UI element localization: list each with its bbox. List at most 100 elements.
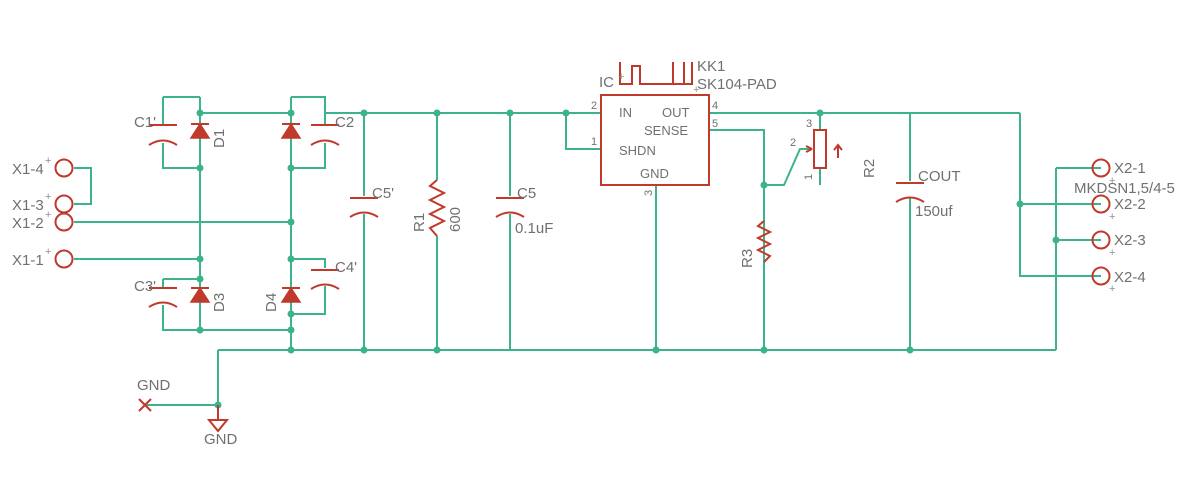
junction-dot [816,109,824,117]
junction-dot [287,310,295,318]
junction-dot [433,346,441,354]
resistor-r3: R3 [739,220,773,268]
junction-dot [652,346,660,354]
r2-label: R2 [861,159,878,178]
r2-pin-2: 2 [790,137,796,149]
kk1-value: SK104-PAD [697,76,777,93]
junction-dot [562,109,570,117]
resistor-r1: R1 600 [411,179,464,237]
cout-label: COUT [918,168,961,185]
junctions [196,109,1060,409]
capacitor-c5p: C5' [349,185,394,218]
junction-dot [287,164,295,172]
svg-text:+: + [693,84,699,96]
pin-in-label: IN [619,105,632,120]
pin-number: 4 [712,100,718,112]
d4-label: D4 [263,293,280,312]
junction-dot [506,109,514,117]
x2-3-label: X2-3 [1114,232,1146,249]
c5-label: C5 [517,185,536,202]
junction-dot [287,255,295,263]
potentiometer-r2: 3 2 1 R2 [790,118,878,180]
junction-dot [287,326,295,334]
junction-dot [196,164,204,172]
junction-dot [196,326,204,334]
x1-1-label: X1-1 [12,252,44,269]
c3p-label: C3' [134,278,156,295]
pin-number: 2 [591,100,597,112]
gnd-bottom-label: GND [204,431,238,448]
r1-label: R1 [411,213,428,232]
gnd-marker: GND [137,377,171,412]
pin-number: 1 [591,136,597,148]
capacitor-cout: COUT 150uf [895,168,961,220]
svg-text:+: + [1109,283,1115,295]
ic-label: IC [599,74,614,91]
connector-x1: X1-4 X1-3 X1-2 X1-1 [12,158,74,269]
c1p-label: C1' [134,114,156,131]
r3-label: R3 [739,249,756,268]
junction-dot [196,255,204,263]
diode-d3: D3 [189,286,228,312]
polarity-marks: + + + + + + + + + + [45,71,1115,295]
junction-dot [906,346,914,354]
svg-text:+: + [45,155,51,167]
junction-dot [760,346,768,354]
svg-text:+: + [45,209,51,221]
x1-4-label: X1-4 [12,161,44,178]
ground-symbol: GND [204,405,238,448]
pin-gnd-label: GND [640,166,669,181]
wires [74,96,1101,406]
capacitor-c2: C2 [310,114,354,146]
c4p-label: C4' [335,259,357,276]
junction-dot [287,218,295,226]
r2-pin-3: 3 [806,118,812,130]
svg-text:+: + [618,71,624,83]
d1-label: D1 [211,129,228,148]
pin-number: 3 [643,190,655,196]
junction-dot [1016,200,1024,208]
capacitor-c5: C5 0.1uF [495,185,553,237]
junction-dot [1052,236,1060,244]
pin-shdn-label: SHDN [619,143,656,158]
c5p-label: C5' [372,185,394,202]
r2-pin-1: 1 [803,174,815,180]
diode-d4: D4 [263,286,302,312]
diode-d1: D1 [189,122,228,148]
diode-d2 [280,122,302,139]
r1-value: 600 [447,207,464,232]
svg-text:+: + [45,191,51,203]
x1-2-label: X1-2 [12,215,44,232]
cout-value: 150uf [915,203,953,220]
junction-dot [760,181,768,189]
pin-sense-label: SENSE [644,123,688,138]
svg-text:+: + [1109,211,1115,223]
c5-value: 0.1uF [515,220,553,237]
svg-text:+: + [45,246,51,258]
gnd-top-label: GND [137,377,171,394]
x2-4-label: X2-4 [1114,269,1146,286]
junction-dot [360,346,368,354]
svg-text:+: + [1109,175,1115,187]
junction-dot [196,109,204,117]
pin-number: 5 [712,118,718,130]
junction-dot [433,109,441,117]
capacitor-c1p: C1' [134,114,178,146]
junction-dot [196,275,204,283]
junction-dot [360,109,368,117]
svg-text:+: + [1109,247,1115,259]
capacitor-c4p: C4' [310,259,357,290]
x1-3-label: X1-3 [12,197,44,214]
regulator-ic: IC KK1 SK104-PAD IN OUT SENSE SHDN GND 2… [591,58,777,196]
junction-dot [287,109,295,117]
x2-2-label: X2-2 [1114,196,1146,213]
c2-label: C2 [335,114,354,131]
pin-out-label: OUT [662,105,690,120]
kk1-label: KK1 [697,58,725,75]
d3-label: D3 [211,293,228,312]
capacitor-c3p: C3' [134,278,178,308]
connector-x2: X2-1 X2-2 X2-3 X2-4 MKDSN1,5/4-5 [1074,158,1175,286]
mkds-label: MKDSN1,5/4-5 [1074,180,1175,197]
junction-dot [287,346,295,354]
